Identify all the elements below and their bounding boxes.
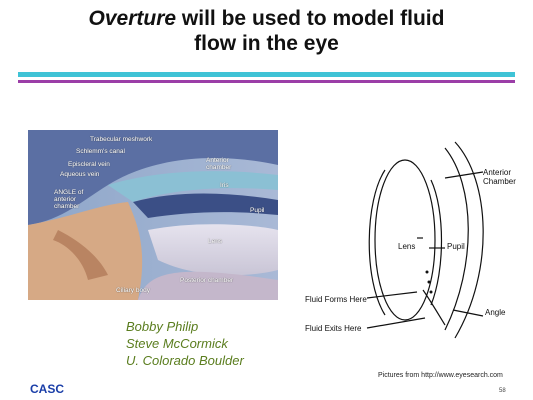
eye-anatomy-image: [28, 130, 278, 300]
label-pupil: Pupil: [250, 207, 265, 214]
diag-label-fluid-exits: Fluid Exits Here: [305, 324, 362, 333]
diag-label-lens: Lens: [398, 242, 416, 251]
author-1: Bobby Philip: [126, 319, 199, 334]
eye-flow-diagram: Anterior Chamber Lens Pupil Fluid Forms …: [305, 140, 520, 340]
label-iris: Iris: [220, 182, 229, 189]
title-line-2: flow in the eye: [194, 32, 339, 55]
label-ciliary: Ciliary body: [116, 287, 150, 294]
label-trabecular: Trabecular meshwork: [90, 136, 153, 143]
casc-logo: CASC: [30, 382, 65, 396]
slide-title: Overture will be used to model fluid flo…: [0, 6, 533, 56]
label-posterior: Posterior chamber: [180, 277, 234, 284]
label-episcleral: Episcleral vein: [68, 161, 110, 168]
title-overture: Overture: [88, 7, 177, 30]
title-line-1: will be used to model fluid: [176, 7, 445, 30]
diag-label-pupil: Pupil: [447, 242, 465, 251]
author-list: Bobby Philip Steve McCormick U. Colorado…: [126, 318, 244, 369]
eye-anatomy-illustration: Trabecular meshwork Schlemm's canal Epis…: [28, 130, 278, 300]
diag-label-angle: Angle: [485, 308, 506, 317]
label-anterior-1: Anterior: [206, 157, 229, 164]
label-anterior-2: chamber: [206, 164, 232, 171]
author-affiliation: U. Colorado Boulder: [126, 353, 244, 368]
label-aqueous: Aqueous vein: [60, 171, 100, 178]
divider-purple: [18, 80, 515, 83]
label-schlemm: Schlemm's canal: [76, 148, 125, 155]
picture-credit: Pictures from http://www.eyesearch.com: [378, 372, 503, 379]
label-angle-3: chamber: [54, 203, 80, 210]
divider-cyan: [18, 72, 515, 77]
label-angle-1: ANGLE of: [54, 189, 84, 196]
label-lens: Lens: [208, 238, 223, 245]
eye-flow-image: [366, 141, 484, 339]
label-angle-2: anterior: [54, 196, 77, 203]
diag-label-anterior-2: Chamber: [483, 177, 516, 186]
page-number: 58: [499, 388, 506, 394]
author-2: Steve McCormick: [126, 336, 228, 351]
diag-label-anterior-1: Anterior: [483, 168, 512, 177]
diag-label-fluid-forms: Fluid Forms Here: [305, 295, 367, 304]
